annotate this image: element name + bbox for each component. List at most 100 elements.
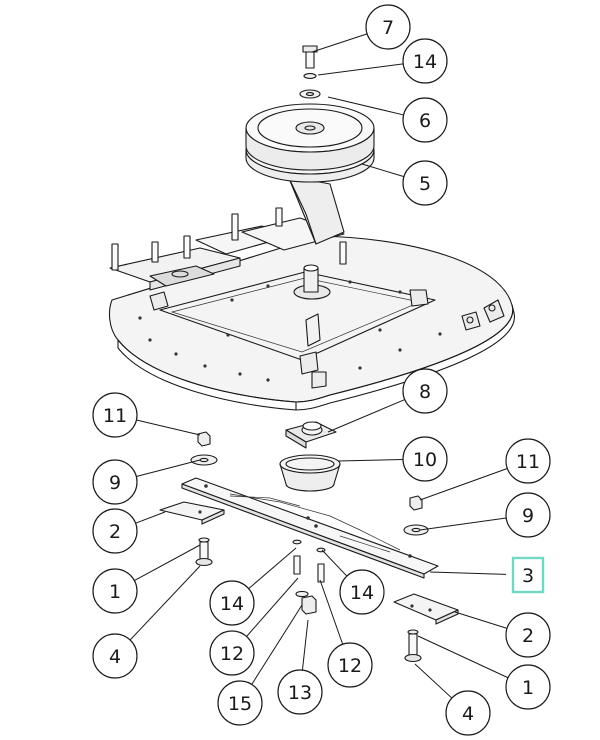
center-hardware xyxy=(292,539,326,615)
callout-circle xyxy=(209,580,255,626)
leader-line-3 xyxy=(429,571,507,575)
callout-circle xyxy=(505,492,551,538)
callout-3: 3 xyxy=(511,556,545,594)
callout-4: 4 xyxy=(92,633,138,679)
callout-circle xyxy=(402,436,448,482)
callout-number: 10 xyxy=(413,449,437,471)
callout-circle xyxy=(365,4,411,50)
leader-line-6 xyxy=(327,96,404,116)
leader-line-14 xyxy=(321,549,348,577)
callout-circle xyxy=(209,630,255,676)
callout-number: 14 xyxy=(413,51,437,73)
leader-line-4 xyxy=(129,565,201,641)
callout-7: 7 xyxy=(365,4,411,50)
callout-number: 12 xyxy=(338,655,362,677)
callout-circle xyxy=(277,669,323,715)
callout-circle xyxy=(217,680,263,726)
callout-number: 9 xyxy=(109,472,121,494)
leader-line-15 xyxy=(251,604,303,685)
callout-circle xyxy=(92,508,138,554)
leader-line-11 xyxy=(419,468,508,501)
callout-4: 4 xyxy=(445,690,491,736)
callout-1: 1 xyxy=(505,664,551,710)
callout-14: 14 xyxy=(339,569,385,615)
callout-number: 8 xyxy=(419,381,431,403)
bearing-housing xyxy=(285,421,337,449)
callout-circle xyxy=(402,38,448,84)
callout-number: 2 xyxy=(109,521,121,543)
callout-6: 6 xyxy=(402,97,448,143)
callout-circle xyxy=(445,690,491,736)
leader-line-11 xyxy=(136,419,201,436)
callout-13: 13 xyxy=(277,669,323,715)
leader-line-14 xyxy=(317,63,404,76)
callout-9: 9 xyxy=(92,459,138,505)
leader-line-4 xyxy=(414,663,453,699)
callout-15: 15 xyxy=(217,680,263,726)
left-bolt xyxy=(195,537,213,567)
callout-8: 8 xyxy=(402,368,448,414)
callout-number: 6 xyxy=(419,110,431,132)
leader-line-1 xyxy=(134,544,201,581)
callout-12: 12 xyxy=(327,642,373,688)
callout-number: 9 xyxy=(522,505,534,527)
right-blade xyxy=(393,593,459,625)
callout-circle xyxy=(339,569,385,615)
leader-line-12 xyxy=(246,577,299,637)
leader-line-2 xyxy=(454,611,508,629)
callout-number: 7 xyxy=(382,17,394,39)
callout-circle xyxy=(402,368,448,414)
callout-10: 10 xyxy=(402,436,448,482)
callout-2: 2 xyxy=(92,508,138,554)
callout-circle xyxy=(402,160,448,206)
blade-cup xyxy=(279,454,341,492)
callout-9: 9 xyxy=(505,492,551,538)
callout-circle xyxy=(92,633,138,679)
leader-line-7 xyxy=(311,33,368,53)
callout-number: 12 xyxy=(220,643,244,665)
callout-number: 1 xyxy=(109,581,121,603)
leader-line-2 xyxy=(135,511,166,524)
callout-14: 14 xyxy=(209,580,255,626)
leader-line-9 xyxy=(136,459,201,477)
right-bolt xyxy=(404,629,422,663)
callout-5: 5 xyxy=(402,160,448,206)
callout-circle xyxy=(505,612,551,658)
callout-circle xyxy=(92,392,138,438)
callout-number: 14 xyxy=(350,582,374,604)
leader-lines xyxy=(129,33,509,699)
callout-number: 1 xyxy=(522,677,534,699)
leader-line-10 xyxy=(337,459,404,462)
callout-circle xyxy=(505,664,551,710)
leader-line-1 xyxy=(417,635,509,679)
leader-line-9 xyxy=(419,517,507,531)
callout-number: 5 xyxy=(419,173,431,195)
callout-14: 14 xyxy=(402,38,448,84)
callout-highlight-box xyxy=(511,556,545,594)
callout-number: 4 xyxy=(462,703,474,725)
leader-line-12 xyxy=(319,579,344,645)
leader-line-14 xyxy=(248,547,297,590)
leader-line-8 xyxy=(327,399,405,433)
callout-number: 11 xyxy=(516,451,540,473)
left-blade xyxy=(159,501,225,525)
callout-circle xyxy=(92,568,138,614)
callout-11: 11 xyxy=(92,392,138,438)
callout-12: 12 xyxy=(209,630,255,676)
top-hardware xyxy=(299,45,321,99)
right-nut-washer xyxy=(403,495,429,536)
callout-circle xyxy=(92,459,138,505)
callout-circle xyxy=(505,438,551,484)
callout-circle xyxy=(327,642,373,688)
blade-bar xyxy=(181,477,439,579)
callout-2: 2 xyxy=(505,612,551,658)
callout-circle xyxy=(402,97,448,143)
leader-line-5 xyxy=(361,163,405,178)
callout-number: 13 xyxy=(288,682,312,704)
callout-number: 2 xyxy=(522,625,534,647)
left-nut-washer xyxy=(190,431,218,466)
callout-number: 14 xyxy=(220,593,244,615)
